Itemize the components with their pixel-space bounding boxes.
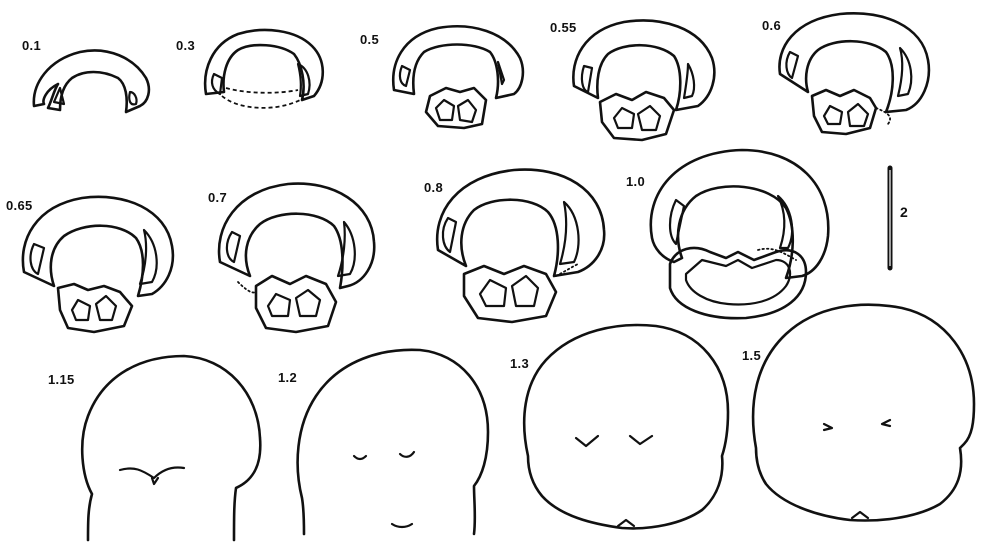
section-label-0-3: 0.3 <box>176 38 195 53</box>
section-label-1-2: 1.2 <box>278 370 297 385</box>
section-label-1-0: 1.0 <box>626 174 645 189</box>
scale-bar-label: 2 <box>900 204 908 220</box>
section-label-0-5: 0.5 <box>360 32 379 47</box>
section-label-1-15: 1.15 <box>48 372 75 387</box>
